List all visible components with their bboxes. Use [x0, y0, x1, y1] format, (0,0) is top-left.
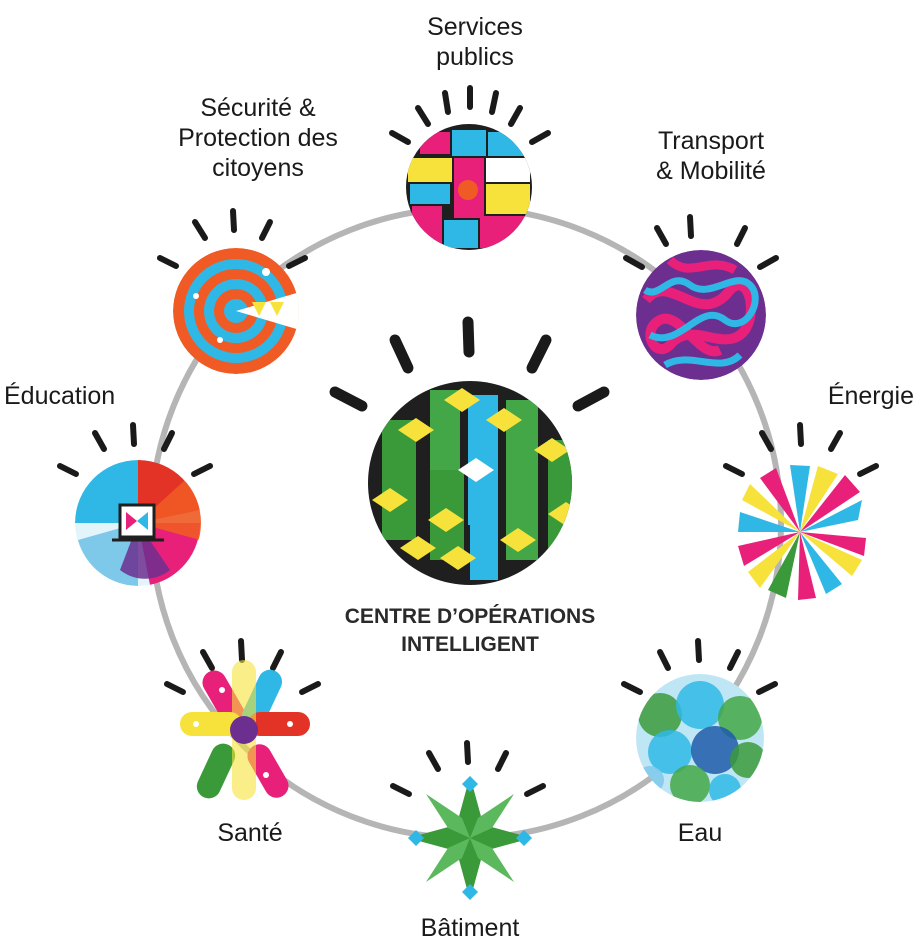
eau-icon	[636, 674, 764, 802]
rays-sante	[164, 638, 321, 695]
node-label-energie: Énergie	[827, 382, 914, 410]
rays-batiment	[390, 740, 546, 797]
node-label-batiment: Bâtiment	[420, 914, 520, 942]
energie-icon	[738, 465, 866, 600]
center-icon	[368, 381, 572, 585]
node-label-sante: Santé	[217, 819, 283, 847]
rays-energie	[723, 422, 879, 477]
sante-icon	[180, 660, 310, 800]
rays-services	[389, 85, 551, 145]
rays-securite	[157, 208, 308, 269]
node-label-eau: Eau	[677, 819, 723, 847]
services-icon	[406, 124, 532, 250]
center-title: CENTRE D’OPÉRATIONS INTELLIGENT	[344, 605, 596, 656]
rays-center	[329, 316, 610, 412]
securite-icon	[173, 248, 299, 374]
rays-eau	[621, 638, 778, 695]
node-label-education: Éducation	[4, 382, 116, 410]
transport-icon	[636, 250, 766, 380]
education-icon	[75, 460, 201, 586]
rays-education	[57, 422, 213, 477]
node-label-transport: Transport & Mobilité	[656, 127, 766, 185]
node-label-services: Services publics	[427, 13, 523, 71]
rays-transport	[623, 214, 779, 270]
batiment-icon	[408, 776, 532, 900]
node-label-securite: Sécurité & Protection des citoyens	[178, 94, 338, 182]
